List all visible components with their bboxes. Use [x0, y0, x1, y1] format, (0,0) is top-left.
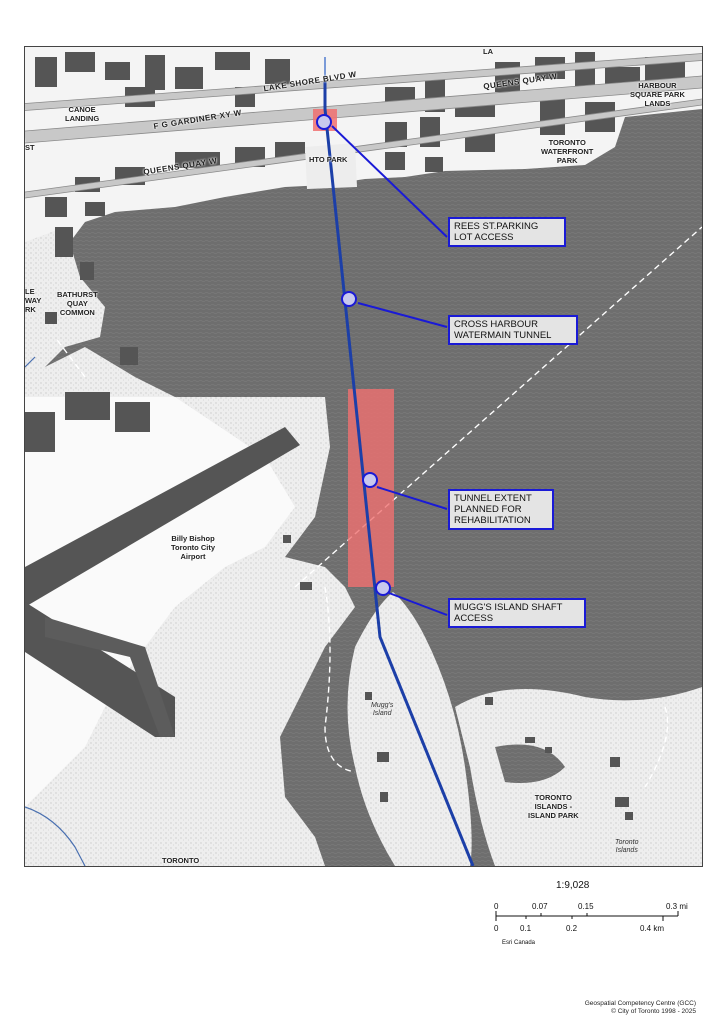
muggs-island — [347, 592, 472, 866]
label-toronto: TORONTO — [162, 856, 200, 865]
callout-tunnel-extent[interactable]: TUNNEL EXTENT PLANNED FOR REHABILITATION — [448, 489, 554, 530]
scale-km-3: 0.4 km — [640, 924, 665, 933]
credits-line2: © City of Toronto 1998 - 2025 — [611, 1008, 696, 1015]
label-muggs-island: Mugg's Island — [371, 702, 394, 717]
runway-diagonal — [45, 617, 175, 737]
scale-km-2: 0.2 — [566, 924, 578, 933]
island-buildings — [365, 692, 633, 820]
scale-mi-1: 0.07 — [532, 902, 548, 911]
scale-mi-2: 0.15 — [578, 902, 594, 911]
airport-apron — [25, 397, 295, 807]
label-airport: Billy Bishop Toronto City Airport — [171, 534, 216, 561]
label-bathurst-quay-common: BATHURST QUAY COMMON — [57, 290, 98, 317]
scale-ruler — [495, 911, 679, 921]
marker-cross-harbour — [341, 291, 357, 307]
credits: Geospatial Competency Centre (GCC) © Cit… — [585, 1000, 696, 1016]
label-edge-st: ST — [25, 143, 35, 152]
airport-buildings — [25, 347, 312, 590]
callout-leaders — [331, 125, 448, 616]
label-hto-park: HTO PARK — [309, 155, 348, 164]
blue-waterways — [25, 356, 86, 866]
scale-mi-0: 0 — [494, 902, 499, 911]
callout-muggs-shaft[interactable]: MUGG'S ISLAND SHAFT ACCESS — [448, 598, 586, 628]
label-toronto-islands: Toronto Islands — [615, 839, 639, 854]
marker-muggs-shaft — [375, 580, 391, 596]
label-le-way-rk: LE WAY RK — [25, 287, 42, 314]
map-frame[interactable]: LAKE SHORE BLVD W F G GARDINER XY W QUEE… — [24, 46, 703, 867]
marker-rees — [316, 114, 332, 130]
label-canoe-landing: CANOE LANDING — [65, 105, 100, 123]
scale-km-1: 0.1 — [520, 924, 532, 933]
callout-rees-parking[interactable]: REES ST.PARKING LOT ACCESS — [448, 217, 566, 247]
label-edge-la: LA — [483, 47, 493, 56]
scale-bar: 1:9,028 0 0.07 0.15 0.3 mi 0 0.1 0.2 0.4… — [488, 880, 688, 950]
marker-tunnel-extent — [362, 472, 378, 488]
credits-line1: Geospatial Competency Centre (GCC) — [584, 1000, 696, 1007]
label-harbour-square-park-lands: HARBOUR SQUARE PARK LANDS — [630, 81, 685, 108]
callout-markers — [316, 114, 391, 596]
label-toronto-waterfront-park: TORONTO WATERFRONT PARK — [541, 138, 594, 165]
road-edges — [25, 53, 702, 199]
label-toronto-islands-park: TORONTO ISLANDS - ISLAND PARK — [528, 793, 579, 820]
roads — [25, 53, 702, 198]
toronto-islands-east — [455, 687, 702, 866]
island-lagoon — [495, 744, 565, 783]
map-canvas — [25, 47, 702, 866]
runway-main — [25, 427, 300, 607]
scale-km-0: 0 — [494, 924, 499, 933]
callout-cross-harbour-tunnel[interactable]: CROSS HARBOUR WATERMAIN TUNNEL — [448, 315, 578, 345]
scale-mi-3: 0.3 mi — [666, 902, 688, 911]
bathurst-quay-land — [25, 227, 105, 387]
scale-ratio: 1:9,028 — [556, 880, 590, 891]
scale-source: Esri Canada — [502, 940, 536, 946]
watermain-pipeline — [323, 82, 475, 866]
